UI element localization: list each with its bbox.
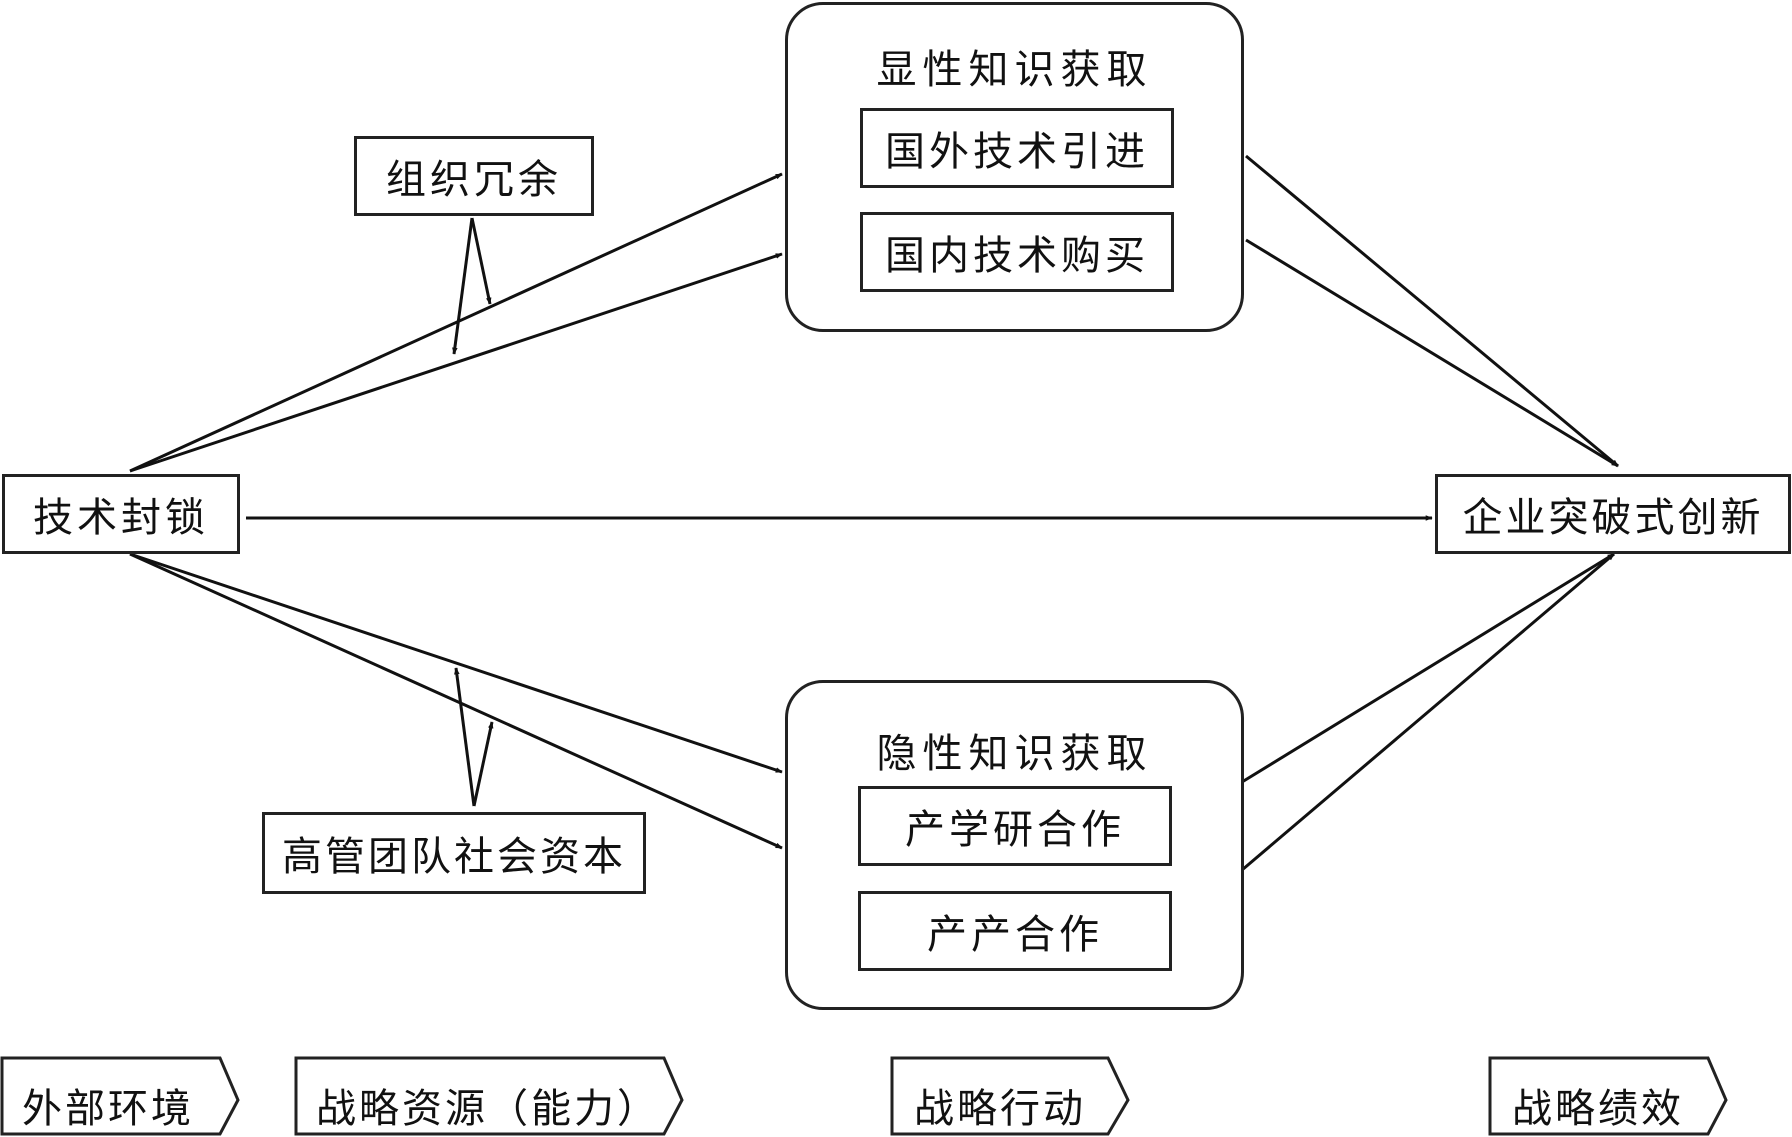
breakthrough-innovation-box: 企业突破式创新	[1435, 474, 1791, 554]
explicit-knowledge-title: 显性知识获取	[876, 47, 1153, 93]
tech-blockade-box: 技术封锁	[2, 474, 240, 554]
arrow-ii-to-innovation	[1241, 552, 1615, 872]
university-industry-research-box: 产学研合作	[858, 786, 1172, 866]
stage-chevron-2	[294, 1056, 684, 1136]
stage-label-4: 战略绩效	[1512, 1086, 1684, 1132]
stage-chevron-4	[1488, 1056, 1728, 1136]
tacit-knowledge-title: 隐性知识获取	[876, 731, 1153, 777]
stage-chevron-3	[890, 1056, 1130, 1136]
industry-industry-coop-box: 产产合作	[858, 891, 1172, 971]
org-slack-box: 组织冗余	[354, 136, 594, 216]
arrow-blockade-to-import	[129, 172, 783, 473]
arrow-uir-to-innovation	[1241, 552, 1615, 784]
domestic-tech-purchase-box: 国内技术购买	[860, 212, 1174, 292]
arrow-blockade-to-purchase	[129, 252, 783, 473]
stage-label-1: 外部环境	[22, 1086, 194, 1132]
arrow-slack-moderation-1	[470, 217, 492, 305]
stage-chevron-1	[0, 1056, 240, 1136]
arrow-blockade-to-ii	[129, 552, 783, 850]
stage-label-3: 战略行动	[914, 1086, 1086, 1132]
arrow-import-to-innovation	[1245, 154, 1619, 468]
arrow-blockade-to-uir	[129, 552, 783, 774]
stage-label-2: 战略资源（能力）	[316, 1086, 660, 1132]
arrow-purchase-to-innovation	[1245, 238, 1619, 468]
foreign-tech-import-box: 国外技术引进	[860, 108, 1174, 188]
tmt-social-capital-box: 高管团队社会资本	[262, 812, 646, 894]
arrow-capital-moderation-1	[454, 667, 476, 807]
arrow-slack-moderation-2	[452, 217, 474, 355]
arrow-capital-moderation-2	[472, 721, 494, 807]
